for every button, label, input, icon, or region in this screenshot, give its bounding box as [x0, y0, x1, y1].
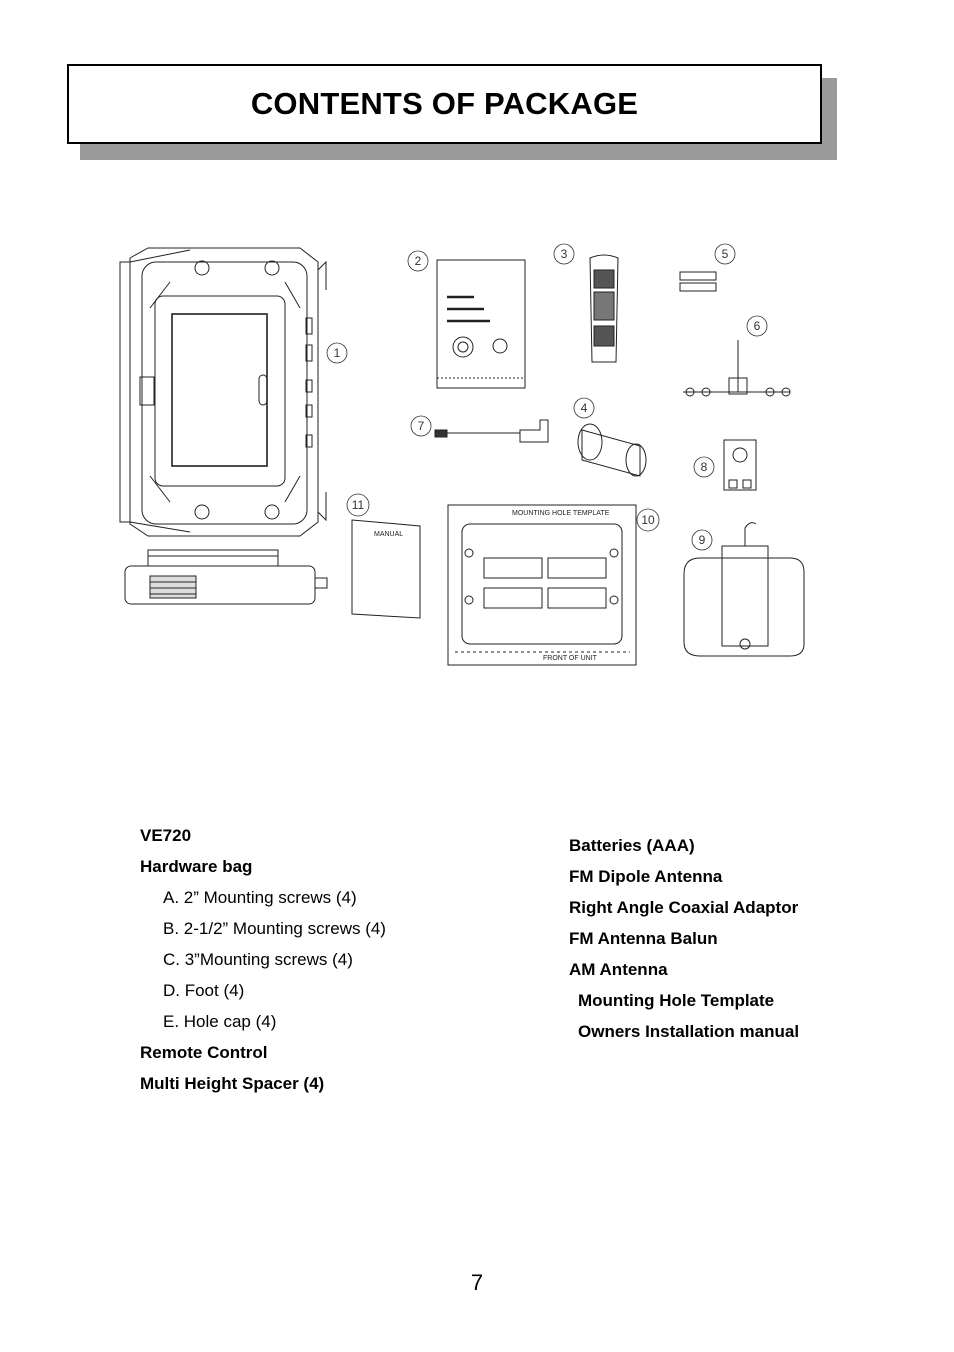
list-item: Mounting Hole Template — [578, 991, 775, 1010]
list-subitem: A. 2” Mounting screws (4) — [163, 888, 357, 907]
callout-6-text: 6 — [754, 319, 761, 333]
spacer-drawing — [577, 423, 647, 477]
list-subitem: B. 2-1/2” Mounting screws (4) — [163, 919, 386, 938]
callout-2 — [407, 250, 429, 272]
coax-adaptor-drawing — [434, 419, 549, 443]
page-title: CONTENTS OF PACKAGE — [250, 86, 639, 121]
callout-1-text: 1 — [334, 346, 341, 360]
callout-5-text: 5 — [722, 247, 729, 261]
callout-8-text: 8 — [701, 460, 708, 474]
main-unit-drawing — [119, 247, 327, 537]
batteries-drawing — [679, 271, 717, 292]
callout-6 — [746, 315, 768, 337]
list-item: Batteries (AAA) — [569, 836, 695, 855]
template-title-label: MOUNTING HOLE TEMPLATE — [512, 510, 610, 517]
callout-8 — [693, 456, 715, 478]
remote-drawing — [589, 254, 619, 363]
list-item: Right Angle Coaxial Adaptor — [569, 898, 799, 917]
package-diagram: MANUAL MOUNTING HOLE TEMPLATE FRONT OF U… — [119, 243, 805, 666]
list-item: FM Antenna Balun — [569, 929, 718, 948]
list-item: Remote Control — [140, 1043, 268, 1062]
template-front-label: FRONT OF UNIT — [543, 655, 598, 662]
manual-cover-label: MANUAL — [374, 531, 403, 538]
list-subitem: D. Foot (4) — [163, 981, 245, 1000]
callout-2-text: 2 — [415, 254, 422, 268]
callout-7 — [410, 415, 432, 437]
callout-4-text: 4 — [581, 401, 588, 415]
list-item: Owners Installation manual — [578, 1022, 800, 1041]
fm-dipole-drawing — [683, 340, 791, 397]
title-box: CONTENTS OF PACKAGE — [67, 64, 822, 144]
callouts — [326, 243, 768, 551]
main-unit-side-drawing — [124, 549, 328, 605]
contents-list-right: Batteries (AAA) FM Dipole Antenna Right … — [569, 830, 799, 1047]
callout-7-text: 7 — [418, 419, 425, 433]
callout-9-text: 9 — [699, 533, 706, 547]
hardware-bag-drawing — [436, 259, 526, 389]
balun-drawing — [723, 439, 757, 491]
list-subitem: C. 3”Mounting screws (4) — [163, 950, 353, 969]
manual-drawing: MANUAL — [351, 519, 421, 619]
callout-4 — [573, 397, 595, 419]
list-subitem: E. Hole cap (4) — [163, 1012, 277, 1031]
list-item: AM Antenna — [569, 960, 668, 979]
list-item: VE720 — [140, 826, 192, 845]
list-item: Multi Height Spacer (4) — [140, 1074, 325, 1093]
callout-11-text: 11 — [352, 498, 365, 512]
contents-list-left: VE720 Hardware bag A. 2” Mounting screws… — [140, 820, 386, 1099]
callout-3 — [553, 243, 575, 265]
list-item: FM Dipole Antenna — [569, 867, 723, 886]
list-item: Hardware bag — [140, 857, 253, 876]
callout-11 — [346, 493, 370, 517]
callout-5 — [714, 243, 736, 265]
am-antenna-drawing — [683, 522, 805, 657]
page-number: 7 — [470, 1270, 484, 1295]
callout-1 — [326, 342, 348, 364]
callout-10 — [636, 508, 660, 532]
callout-3-text: 3 — [561, 247, 568, 261]
callout-10-text: 10 — [641, 513, 655, 527]
callout-9 — [691, 529, 713, 551]
template-drawing: MOUNTING HOLE TEMPLATE FRONT OF UNIT — [447, 504, 637, 666]
